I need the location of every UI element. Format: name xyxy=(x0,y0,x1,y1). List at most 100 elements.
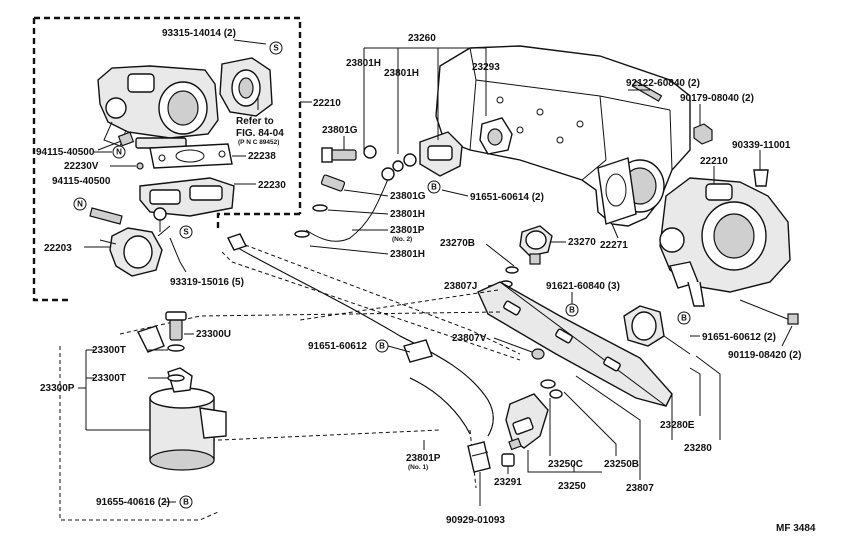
label-23270: 23270 xyxy=(568,237,596,248)
marker-s-top: S xyxy=(269,41,283,55)
label-23807v: 23807V xyxy=(452,333,487,344)
leader-23807 xyxy=(575,375,641,480)
gasket-22271 xyxy=(597,157,637,225)
label-22230: 22230 xyxy=(258,180,286,191)
dashed-guide-5 xyxy=(59,346,219,521)
marker-n-upper: N xyxy=(112,145,126,159)
label-90339: 90339-11001 xyxy=(732,140,791,151)
sub-assembly-border xyxy=(32,16,302,302)
union-bolt-upper xyxy=(321,147,357,163)
label-23280e: 23280E xyxy=(660,420,695,431)
insulator-23807v xyxy=(531,348,545,360)
filter-hose-end xyxy=(137,325,165,353)
bolt-90119 xyxy=(739,299,799,325)
label-91651a: 91651-60614 (2) xyxy=(470,192,544,203)
leader-23250b xyxy=(563,391,617,456)
label-23250b: 23250B xyxy=(604,459,639,470)
label-94115a: 94115-40500 xyxy=(36,147,95,158)
pressure-regulator-23270 xyxy=(499,225,553,288)
label-23250c: 23250C xyxy=(548,459,583,470)
intake-connector xyxy=(219,57,273,117)
dashed-guide-3 xyxy=(299,289,499,321)
leader-23300p xyxy=(78,349,150,431)
label-94115b: 94115-40500 xyxy=(52,176,111,187)
label-91621: 91621-60840 (3) xyxy=(546,281,620,292)
svg-text:B: B xyxy=(379,342,385,351)
label-refer-2: FIG. 84-04 xyxy=(236,128,284,139)
bolt-94115-upper xyxy=(97,131,135,151)
label-23801p-1: 23801P xyxy=(406,453,441,464)
label-91651b: 91651-60612 (2) xyxy=(702,332,776,343)
washer-23801h-b xyxy=(312,204,328,212)
svg-text:S: S xyxy=(183,228,189,237)
leader-22271 xyxy=(611,223,619,239)
svg-text:S: S xyxy=(273,44,279,53)
marker-b-91651c: B xyxy=(375,339,389,353)
gasket-23300t-b xyxy=(167,374,185,382)
label-23807: 23807 xyxy=(626,483,654,494)
label-23270b: 23270B xyxy=(440,238,475,249)
dashed-guide-1 xyxy=(231,239,521,355)
label-22210b: 22210 xyxy=(700,156,728,167)
gasket-22238 xyxy=(149,143,233,169)
union-bolt-filter xyxy=(165,311,187,341)
label-90929: 90929-01093 xyxy=(446,515,505,526)
svg-text:N: N xyxy=(116,148,122,157)
union-bolt-lower xyxy=(320,174,346,192)
leader-23270b xyxy=(485,243,515,267)
label-93319: 93319-15016 (5) xyxy=(170,277,244,288)
leader-23280 xyxy=(671,355,721,440)
fuel-filter xyxy=(149,367,227,471)
label-23280: 23280 xyxy=(684,443,712,454)
label-22210a: 22210 xyxy=(313,98,341,109)
fuel-hose-no2 xyxy=(305,169,393,242)
leader-23807v xyxy=(493,337,533,353)
label-23807j: 23807J xyxy=(444,281,477,292)
label-refer-3: (P N C 89452) xyxy=(238,139,279,146)
nut-90179 xyxy=(693,123,713,145)
leader-23250 xyxy=(527,450,602,473)
plug-90339 xyxy=(753,169,769,187)
marker-b-91621: B xyxy=(565,303,579,317)
label-23801g-b: 23801G xyxy=(390,191,426,202)
svg-text:B: B xyxy=(569,306,575,315)
label-23260: 23260 xyxy=(408,33,436,44)
label-22271: 22271 xyxy=(600,240,628,251)
label-22203: 22203 xyxy=(44,243,72,254)
label-23801p-2-sub: (No. 2) xyxy=(392,236,412,243)
leader-91651c xyxy=(387,345,411,353)
label-23801h-a: 23801H xyxy=(346,58,381,69)
washer-23801h-d xyxy=(294,230,310,238)
label-23300u: 23300U xyxy=(196,329,231,340)
clip-90929 xyxy=(467,441,491,473)
dashed-guide-6 xyxy=(190,429,441,441)
air-valve-22230 xyxy=(139,177,235,232)
leader-93315 xyxy=(233,39,267,45)
label-93315: 93315-14014 (2) xyxy=(162,28,236,39)
svg-text:B: B xyxy=(681,314,687,323)
label-23300t-a: 23300T xyxy=(92,345,126,356)
stud-92122 xyxy=(631,80,663,102)
label-23801h-b: 23801H xyxy=(384,68,419,79)
label-23291: 23291 xyxy=(494,477,522,488)
label-23801h-c: 23801H xyxy=(390,209,425,220)
label-90179: 90179-08040 (2) xyxy=(680,93,754,104)
dashed-guide-2 xyxy=(221,251,521,361)
leader-23801h-c xyxy=(327,209,389,215)
label-90119: 90119-08420 (2) xyxy=(728,350,801,361)
marker-s-lower: S xyxy=(179,225,193,239)
label-92122: 92122-60840 (2) xyxy=(626,78,700,89)
leader-23801g-b xyxy=(343,189,389,197)
figure-code: MF 3484 xyxy=(776,523,816,534)
vacuum-actuator-right xyxy=(623,305,691,355)
label-23801g-a: 23801G xyxy=(322,125,358,136)
label-91655: 91655-40616 (2) xyxy=(96,497,170,508)
dashed-guide-4 xyxy=(119,311,501,335)
throttle-body-upper xyxy=(97,65,219,149)
marker-n-lower: N xyxy=(73,197,87,211)
label-91651c: 91651-60612 xyxy=(308,341,367,352)
label-22230v: 22230V xyxy=(64,161,99,172)
leader-23260 xyxy=(363,47,487,154)
label-23801p-1-sub: (No. 1) xyxy=(408,464,428,471)
